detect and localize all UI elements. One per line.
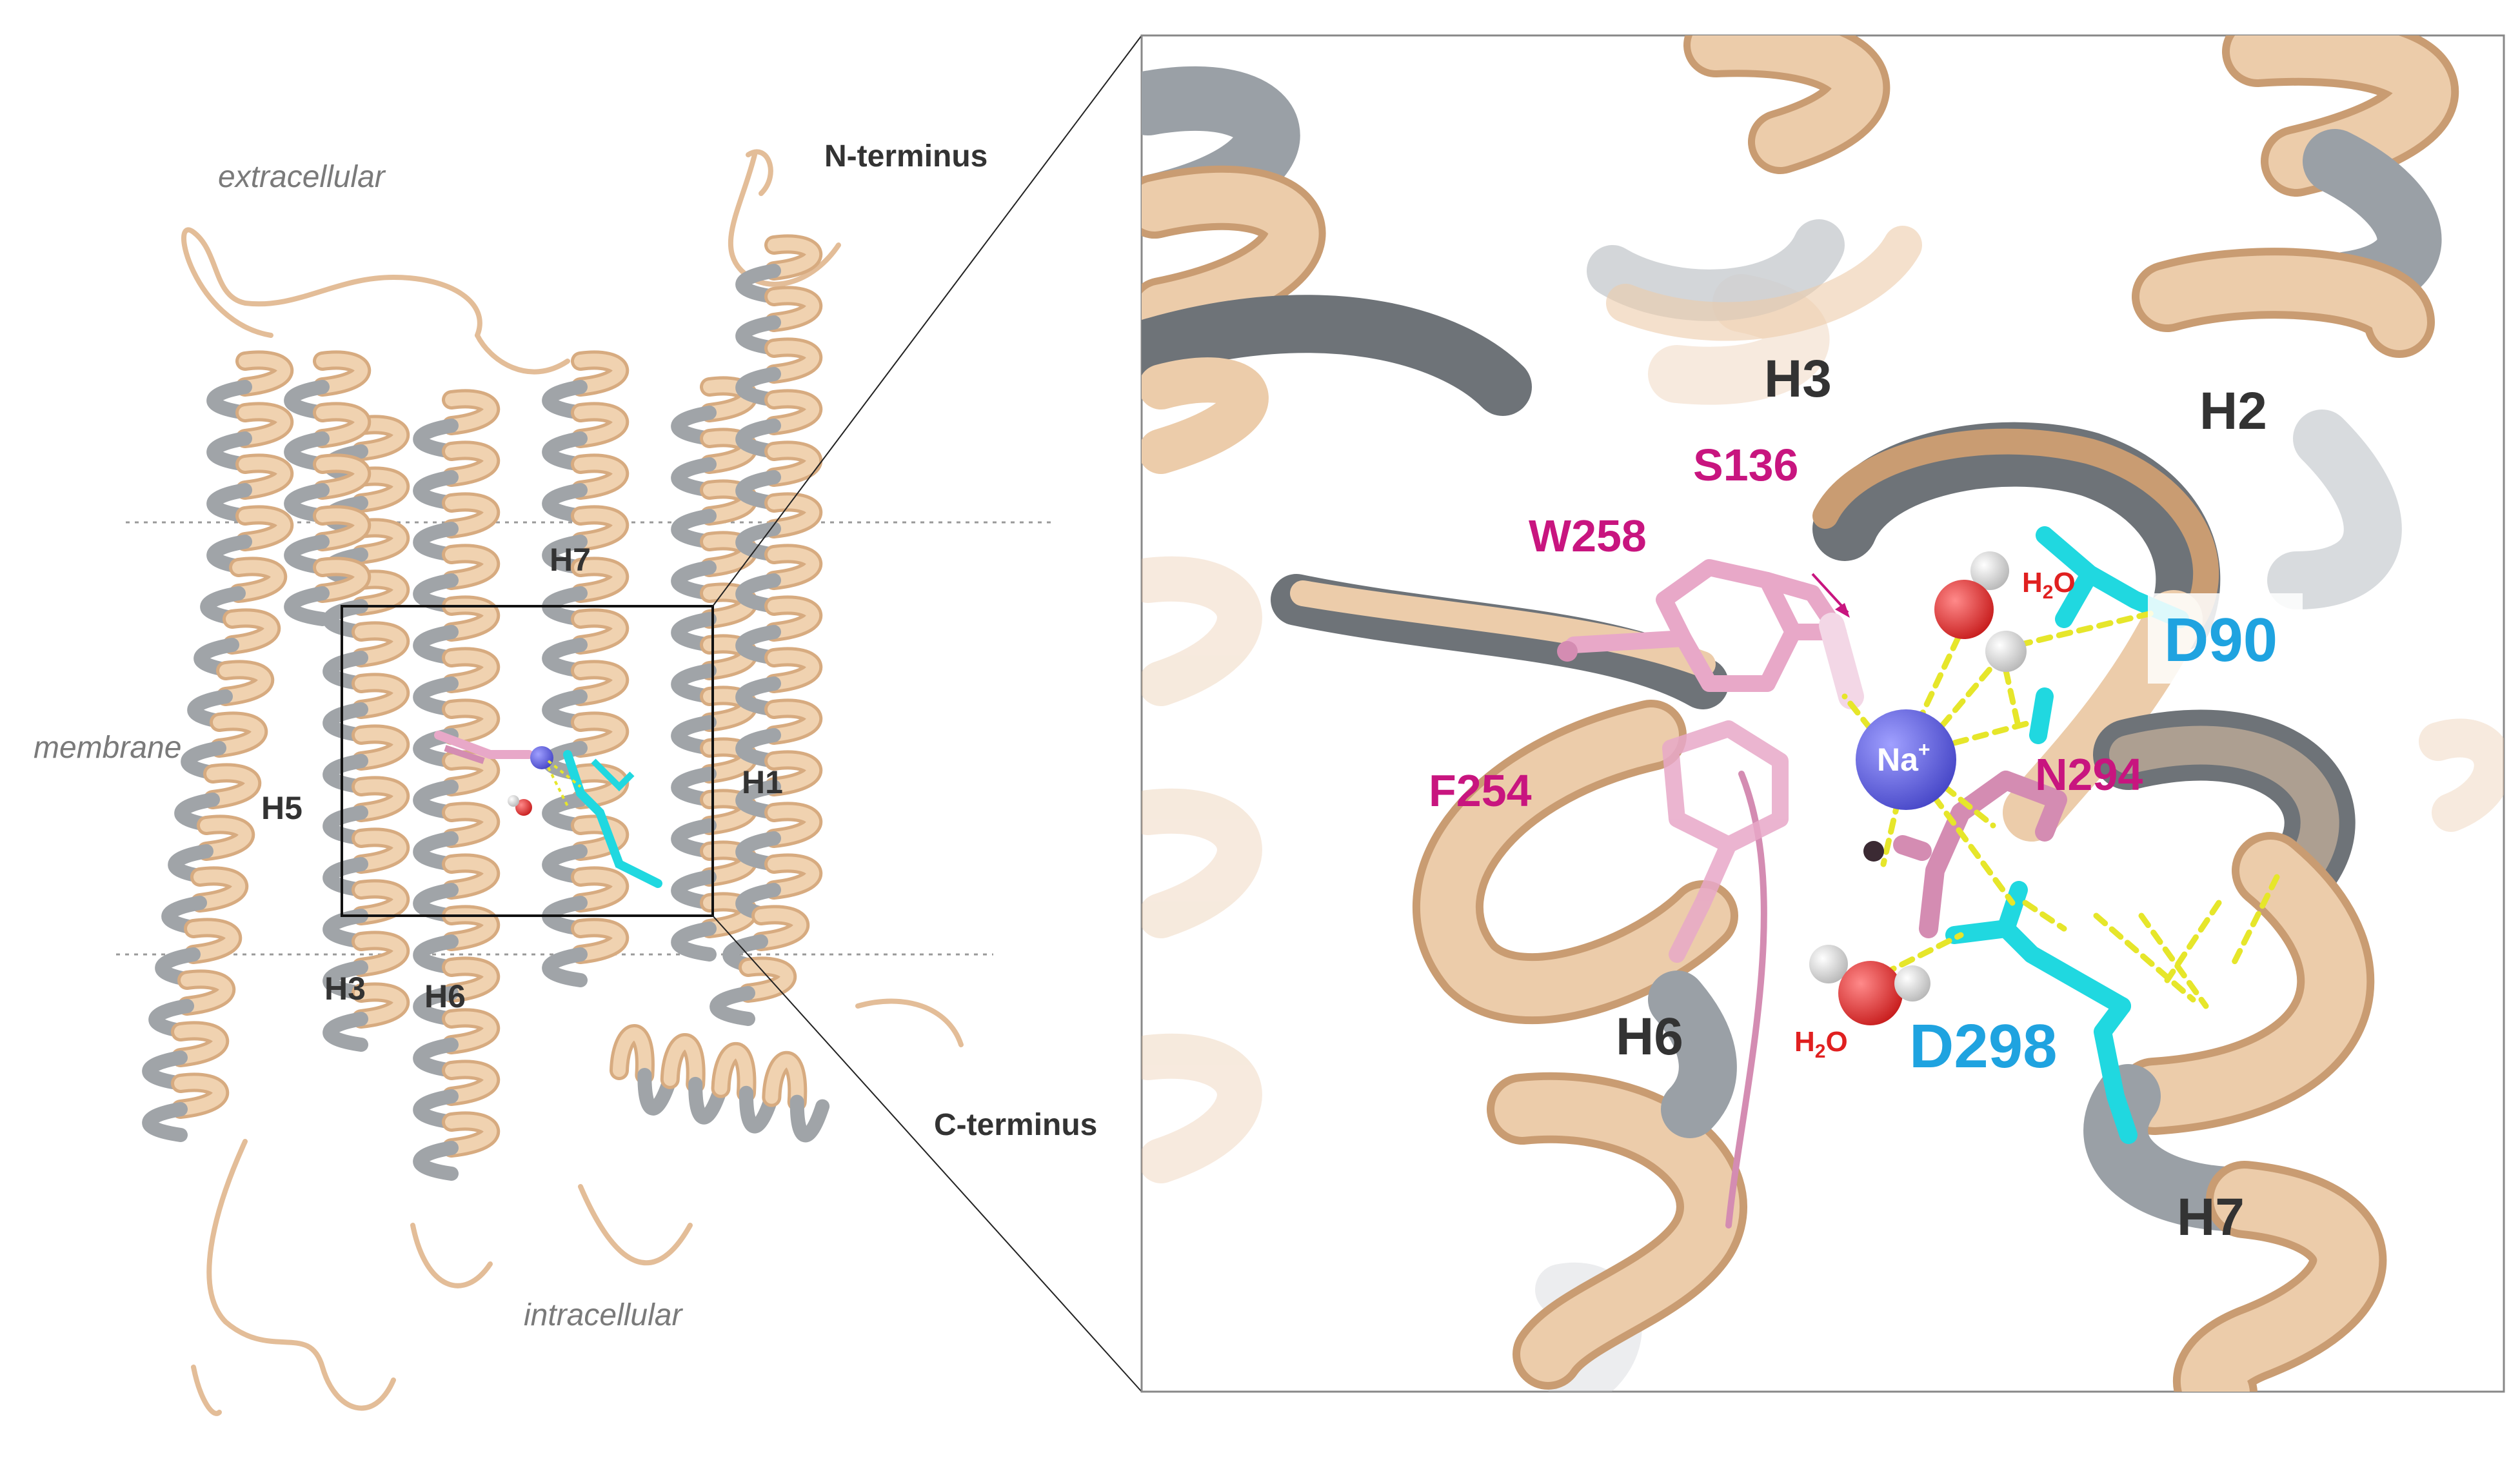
background-helices bbox=[1142, 274, 2504, 1392]
n294-label: N294 bbox=[2035, 749, 2143, 800]
helix-h4-ribbon bbox=[291, 360, 361, 619]
overview-water-oxygen bbox=[515, 799, 532, 816]
f254-label: F254 bbox=[1429, 765, 1532, 816]
intracellular-label: intracellular bbox=[524, 1298, 683, 1332]
zoom-helix-h7 bbox=[2083, 709, 2387, 1392]
c-terminus-label: C-terminus bbox=[934, 1108, 1097, 1142]
water-label-bottom: H2O bbox=[1794, 1026, 1848, 1062]
overview-sodium-ion bbox=[530, 746, 553, 769]
overview-panel: extracellular membrane intracellular N-t… bbox=[34, 35, 1142, 1416]
n-terminus-label: N-terminus bbox=[824, 139, 987, 173]
residue-s136 bbox=[1811, 573, 1864, 709]
helix-h6-ribbon bbox=[420, 399, 490, 1174]
sulfur-atom bbox=[1557, 641, 1578, 662]
zoom-box bbox=[341, 605, 714, 917]
residue-n294 bbox=[1893, 771, 2067, 938]
overview-h6-label: H6 bbox=[424, 978, 466, 1014]
zoom-h7-label: H7 bbox=[2177, 1188, 2245, 1247]
zoom-panel: Na+ H3 H2 H6 H7 S136 W258 F254 N294 D90 … bbox=[1140, 34, 2505, 1393]
overview-binding-site bbox=[434, 731, 662, 888]
zoom-helix-h2 bbox=[2132, 35, 2459, 609]
zoom-helix-left bbox=[1142, 66, 1532, 474]
helix-h8-ribbon bbox=[613, 1032, 829, 1137]
sodium-ion-label: Na+ bbox=[1877, 738, 1930, 778]
residue-d298 bbox=[1945, 881, 2138, 1144]
sodium-ion bbox=[1856, 709, 1956, 810]
overview-h3-label: H3 bbox=[324, 971, 366, 1007]
helix-h7-ribbon bbox=[549, 360, 619, 980]
zoom-h3-label: H3 bbox=[1764, 350, 1832, 408]
water-molecule-bottom bbox=[1809, 945, 1930, 1025]
zoom-helix-h3 bbox=[1587, 35, 1922, 341]
d90-label-backdrop bbox=[2148, 593, 2303, 684]
zoom-connector-bottom bbox=[712, 915, 1142, 1392]
w258-label: W258 bbox=[1529, 511, 1647, 561]
zoom-h6-label: H6 bbox=[1616, 1007, 1683, 1066]
d298-label: D298 bbox=[1909, 1012, 2058, 1081]
water-molecule-top bbox=[1934, 551, 2027, 672]
zoom-connector-top bbox=[712, 35, 1142, 607]
overview-h1-label: H1 bbox=[742, 764, 783, 800]
water-label-top: H2O bbox=[2022, 567, 2076, 603]
membrane-label: membrane bbox=[34, 731, 181, 765]
dark-atom bbox=[1863, 841, 1884, 862]
overview-h7-label: H7 bbox=[550, 542, 591, 578]
loops bbox=[181, 149, 964, 1416]
s136-label: S136 bbox=[1693, 440, 1798, 490]
residue-f254 bbox=[1662, 720, 1789, 963]
d90-label: D90 bbox=[2164, 606, 2277, 675]
zoom-helix-h6 bbox=[1271, 574, 1767, 1390]
overview-h5-label: H5 bbox=[261, 790, 303, 826]
extracellular-label: extracellular bbox=[218, 160, 386, 194]
zoom-h2-label: H2 bbox=[2199, 382, 2267, 440]
